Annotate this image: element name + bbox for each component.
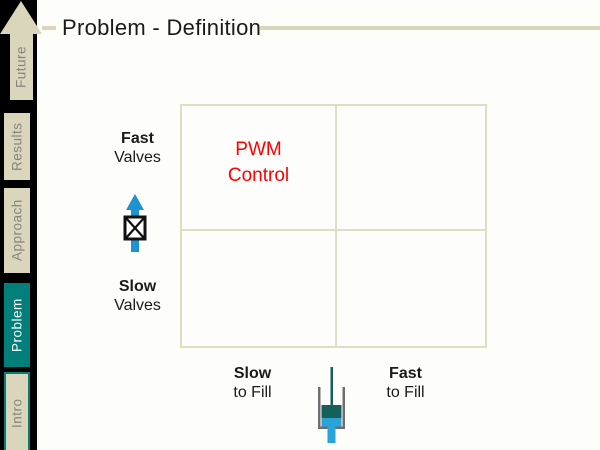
matrix-cell-fast-slow: PWM Control xyxy=(182,106,337,231)
sidebar-item-approach[interactable]: Approach xyxy=(4,188,30,273)
pwm-control-label: PWM Control xyxy=(227,138,290,186)
valve-flow-arrow-icon xyxy=(123,194,147,252)
page-title: Problem - Definition xyxy=(62,15,262,40)
matrix-cell-fast-fast xyxy=(337,106,485,231)
title-right-rule xyxy=(260,26,600,30)
row-label-fast-valves: Fast Valves xyxy=(114,130,161,166)
row-label-slow-valves: Slow Valves xyxy=(114,278,161,314)
sidebar-item-intro[interactable]: Intro xyxy=(4,372,30,450)
piston-cylinder-icon xyxy=(318,367,345,443)
sidebar-item-future[interactable]: Future xyxy=(13,45,29,89)
col-label-fast-to-fill: Fast to Fill xyxy=(386,365,425,401)
sidebar-item-problem[interactable]: Problem xyxy=(4,283,30,367)
up-arrow-icon xyxy=(0,1,42,100)
matrix-grid: PWM Control xyxy=(180,104,487,348)
matrix-cell-slow-fast xyxy=(337,231,485,346)
sidebar-item-results[interactable]: Results xyxy=(4,113,30,180)
title-left-dash xyxy=(42,26,56,30)
matrix-cell-slow-slow xyxy=(182,231,337,346)
col-label-slow-to-fill: Slow to Fill xyxy=(233,365,272,401)
